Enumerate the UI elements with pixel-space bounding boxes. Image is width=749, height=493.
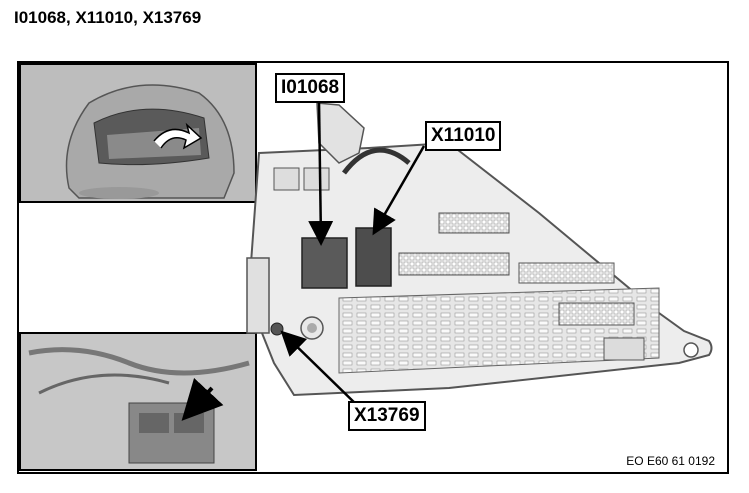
callout-x11010: X11010 — [425, 121, 502, 151]
leader-line-x11010 — [372, 145, 426, 236]
inset-location-view — [19, 332, 257, 471]
page-title: I01068, X11010, X13769 — [14, 8, 202, 27]
inset-trunk-view — [19, 63, 257, 203]
rotate-arrow-icon — [153, 122, 203, 150]
callout-x13769: X13769 — [348, 401, 426, 431]
callout-i01068: I01068 — [275, 73, 346, 103]
diagram-illustration — [19, 63, 713, 471]
figure-frame: I01068 X11010 X13769 EO E60 61 0192 — [17, 61, 729, 474]
figure-code: EO E60 61 0192 — [626, 454, 715, 468]
junction-box-module — [246, 102, 713, 397]
ground-point-x13769 — [270, 322, 284, 336]
connector-x11010 — [355, 227, 392, 287]
leader-line-x13769 — [280, 330, 362, 410]
location-arrow-icon — [181, 377, 224, 421]
relay-i01068 — [301, 237, 348, 289]
leader-line-i01068 — [308, 100, 334, 246]
